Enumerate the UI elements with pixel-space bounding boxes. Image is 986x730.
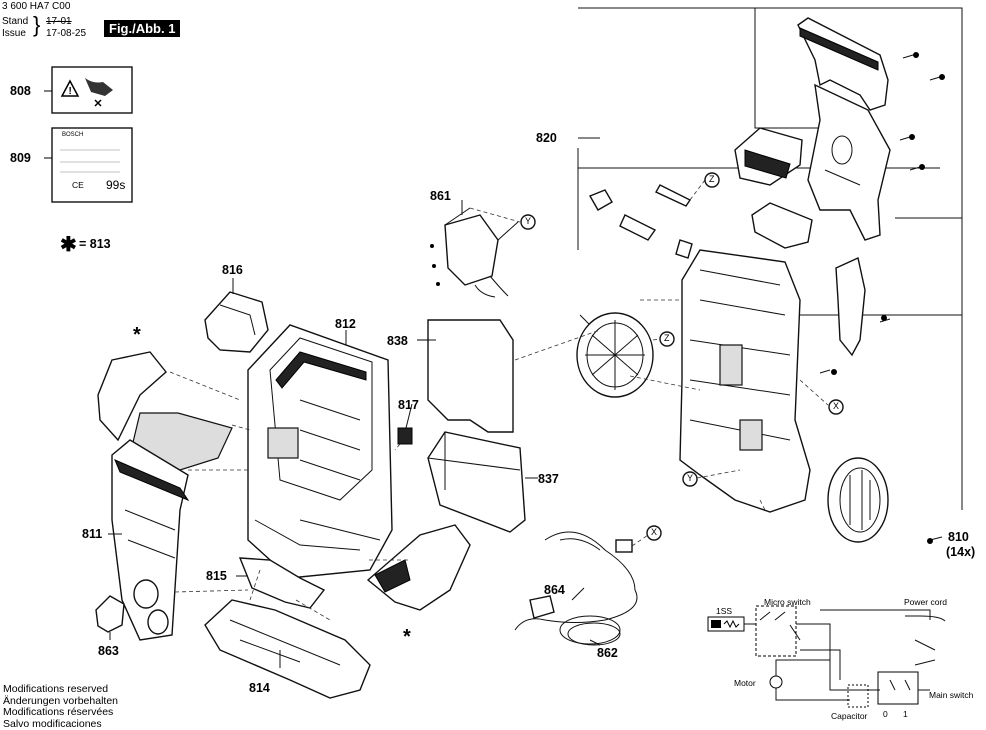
old-date: 17-01 [46,16,72,27]
label-815: 815 [206,569,227,583]
modifications-line: Änderungen vorbehalten [3,694,119,707]
handle-820 [797,17,891,241]
issue-label: Issue [2,28,26,39]
marker-x-cable: X [651,527,658,537]
label-808: 808 [10,84,31,98]
star-label-top: * [133,324,141,346]
wiring-schematic [707,605,946,708]
marker-z-wheel: Z [664,333,670,343]
frame-line [578,7,963,510]
warning-label-808: ! [44,66,133,114]
rating-label-809 [44,127,133,203]
new-date: 17-08-25 [46,28,87,39]
wheel-left [576,312,654,398]
switch-position-0: 0 [883,709,888,719]
label-814: 814 [249,681,270,695]
knob-863 [95,595,125,633]
modifications-line: Modifications réservées [3,706,114,718]
label-809-brand: BOSCH [62,132,84,138]
pump-861 [430,207,536,298]
frame-body [679,249,811,513]
label-809-code: 99s [106,178,126,192]
label-809-marks: CE [72,180,84,190]
cover-813-top [97,351,167,442]
label-862: 862 [597,646,618,660]
star-label-bottom: * [403,626,411,648]
label-816: 816 [222,263,243,277]
star-legend-text: = 813 [79,237,111,251]
main-housing-812 [247,324,393,579]
label-811: 811 [82,527,103,541]
sheet-838 [427,319,514,433]
part-817 [397,427,413,445]
power-cord-label: Power cord [904,597,947,607]
label-863: 863 [98,644,119,658]
base-814 [204,599,371,699]
svg-text:!: ! [69,86,72,97]
label-809: 809 [10,151,31,165]
label-861: 861 [430,189,451,203]
modifications-line: Salvo modificaciones [3,717,102,730]
bracket-part [751,202,813,249]
label-812: 812 [335,317,356,331]
marker-y-frame: Y [687,473,694,483]
marker-x-frame: X [833,401,840,411]
label-837: 837 [538,472,559,486]
label-820: 820 [536,131,557,145]
cover-815 [238,557,326,609]
switch-position-1: 1 [903,709,908,719]
nozzle-holder-816 [204,291,269,353]
label-810-quantity: (14x) [946,545,976,559]
marker-y-pump: Y [525,216,532,226]
brace-icon: } [33,12,41,37]
power-cable-862 [514,525,662,646]
modifications-notice: Modifications reserved Änderungen vorbeh… [3,683,119,730]
modifications-line: Modifications reserved [3,683,109,695]
figure-label: Fig./Abb. 1 [104,20,181,37]
stand-label: Stand [2,16,29,27]
motor-label: Motor [734,678,756,688]
foam-block-837 [427,431,526,533]
label-838: 838 [387,334,408,348]
cover-813-right [366,524,471,611]
capacitor-label: Capacitor [831,711,868,721]
marker-z-top: Z [709,174,715,184]
label-817: 817 [398,398,419,412]
switch-1ss-label: 1SS [716,606,733,616]
document-number: 3 600 HA7 C00 [2,1,71,12]
label-864: 864 [544,583,565,597]
star-icon: ✱ [60,234,77,256]
side-bracket [835,257,866,357]
micro-switch-label: Micro switch [764,597,811,607]
wheel-right [827,457,889,543]
main-switch-label: Main switch [929,690,974,700]
screw-icons [819,52,945,544]
label-810: 810 [948,530,969,544]
